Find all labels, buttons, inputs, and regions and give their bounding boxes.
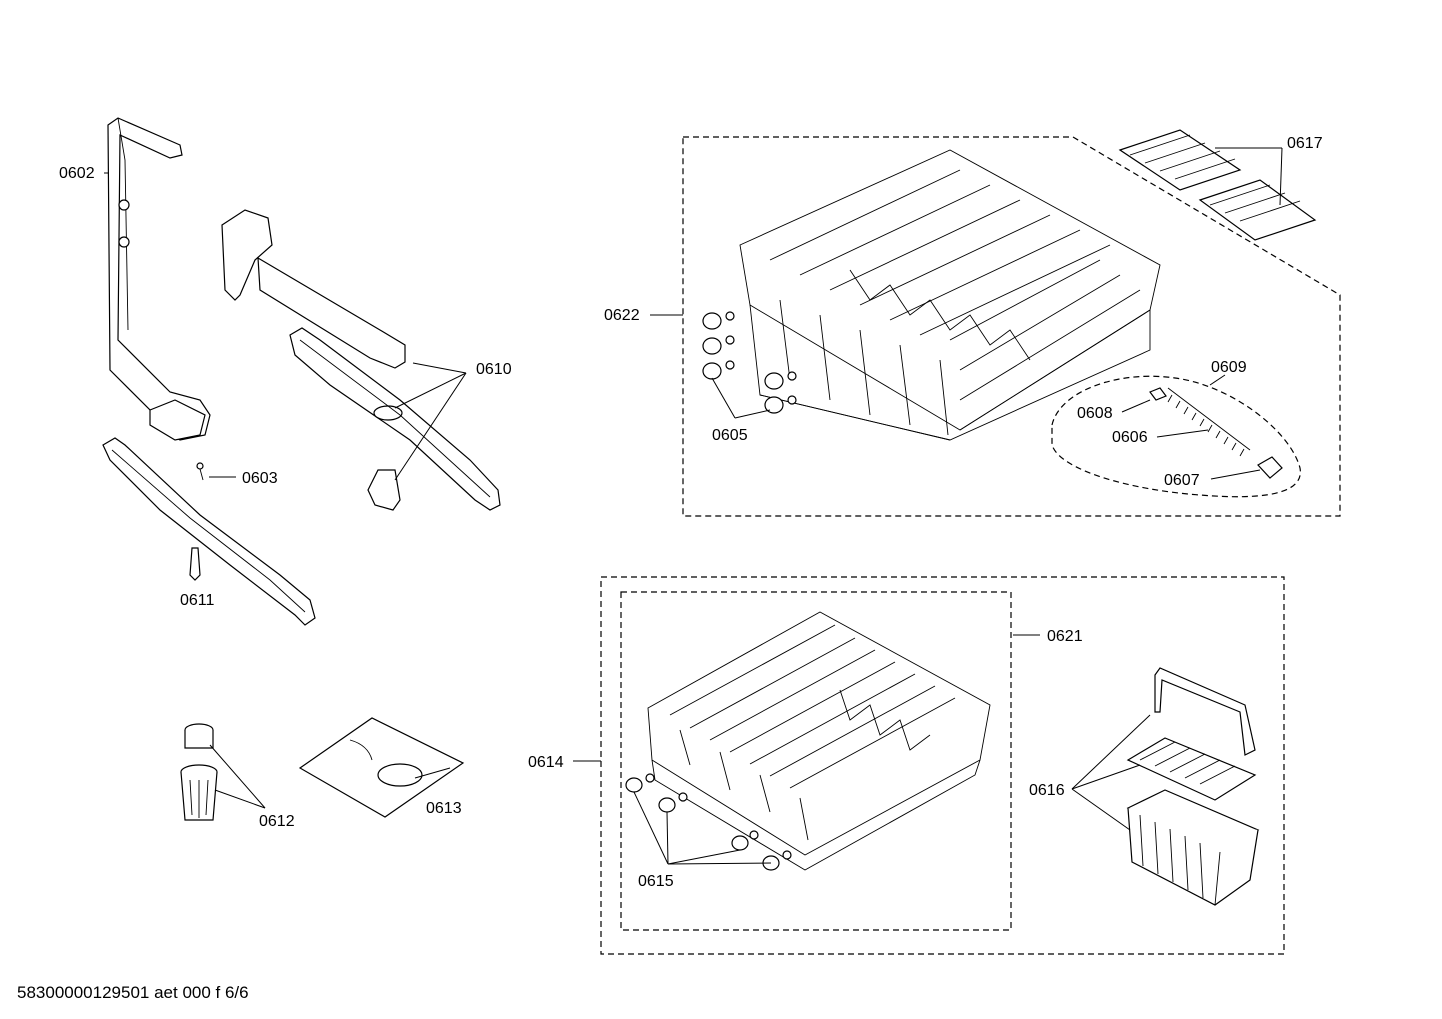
group-box-0614 xyxy=(620,591,1012,931)
detail-group-ellipse xyxy=(1051,375,1301,498)
label-0614: 0614 xyxy=(528,754,564,771)
label-0616: 0616 xyxy=(1029,782,1065,799)
group-box-0622 xyxy=(682,136,1341,517)
rollers-0605[interactable] xyxy=(702,311,797,414)
label-0607: 0607 xyxy=(1164,472,1200,489)
lower-spray-arm-0611[interactable] xyxy=(102,437,316,626)
label-0612: 0612 xyxy=(259,813,295,830)
holder-0607[interactable] xyxy=(1257,456,1283,479)
label-0621: 0621 xyxy=(1047,628,1083,645)
label-0603: 0603 xyxy=(242,470,278,487)
label-0605: 0605 xyxy=(712,427,748,444)
filter-0612[interactable] xyxy=(180,723,218,821)
label-0608: 0608 xyxy=(1077,405,1113,422)
cutlery-basket-0616[interactable] xyxy=(1126,667,1260,906)
label-0610: 0610 xyxy=(476,361,512,378)
screw-0603[interactable] xyxy=(196,462,204,481)
upper-spray-arm-0610[interactable] xyxy=(221,209,501,511)
label-0602: 0602 xyxy=(59,165,95,182)
group-box-0621 xyxy=(600,576,1285,955)
label-0622: 0622 xyxy=(604,307,640,324)
supply-pipe-0602[interactable] xyxy=(107,117,211,441)
upper-basket[interactable] xyxy=(739,149,1161,441)
label-0609: 0609 xyxy=(1211,359,1247,376)
tine-inserts-0617[interactable] xyxy=(1118,129,1317,241)
label-0615: 0615 xyxy=(638,873,674,890)
tine-row-0609[interactable] xyxy=(1167,387,1251,457)
lower-basket[interactable] xyxy=(647,611,991,871)
document-id: 58300000129501 aet 000 f 6/6 xyxy=(17,983,249,1002)
label-0613: 0613 xyxy=(426,800,462,817)
label-0611: 0611 xyxy=(180,592,215,609)
label-0617: 0617 xyxy=(1287,135,1323,152)
label-0606: 0606 xyxy=(1112,429,1148,446)
cover-plate-0613[interactable] xyxy=(298,717,465,818)
clip-0608[interactable] xyxy=(1149,387,1167,401)
rollers-0615[interactable] xyxy=(625,773,792,871)
